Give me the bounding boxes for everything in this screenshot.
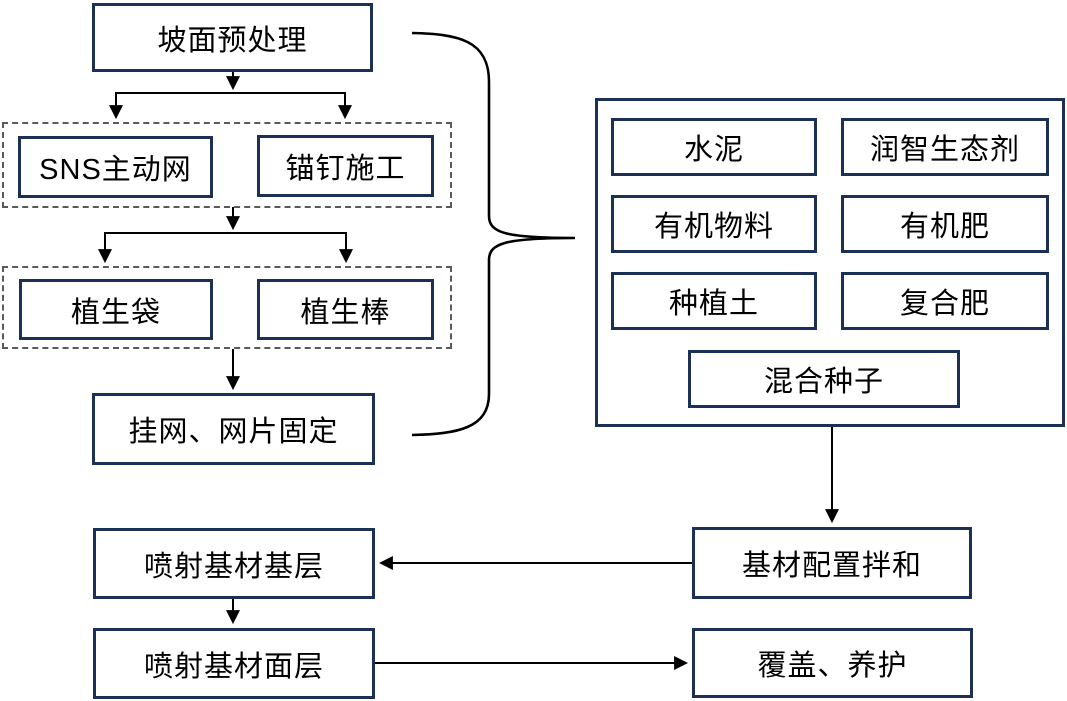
box-slope-pretreatment: 坡面预处理 xyxy=(92,3,373,72)
box-cover-maintenance: 覆盖、养护 xyxy=(692,628,973,698)
curly-brace xyxy=(411,31,576,437)
box-organic-fertilizer: 有机肥 xyxy=(841,195,1049,253)
box-anchor-nail-construction: 锚钉施工 xyxy=(257,135,434,197)
box-organic-material: 有机物料 xyxy=(611,195,817,253)
box-sns-active-net: SNS主动网 xyxy=(18,136,213,198)
box-spray-surface-layer: 喷射基材面层 xyxy=(93,628,375,699)
box-compound-fertilizer: 复合肥 xyxy=(841,272,1049,330)
box-substrate-mix: 基材配置拌和 xyxy=(692,527,972,599)
box-runzhi-eco-agent: 润智生态剂 xyxy=(841,118,1049,176)
box-vegetation-bag: 植生袋 xyxy=(19,279,213,340)
box-spray-base-layer: 喷射基材基层 xyxy=(93,528,375,599)
box-mixed-seeds: 混合种子 xyxy=(688,350,960,408)
group-anchoring xyxy=(2,122,452,208)
box-cement: 水泥 xyxy=(611,118,817,176)
group-vegetation xyxy=(2,266,452,349)
box-vegetation-rod: 植生棒 xyxy=(257,279,434,340)
box-net-hanging-fixing: 挂网、网片固定 xyxy=(92,393,375,465)
box-planting-soil: 种植土 xyxy=(611,272,817,330)
